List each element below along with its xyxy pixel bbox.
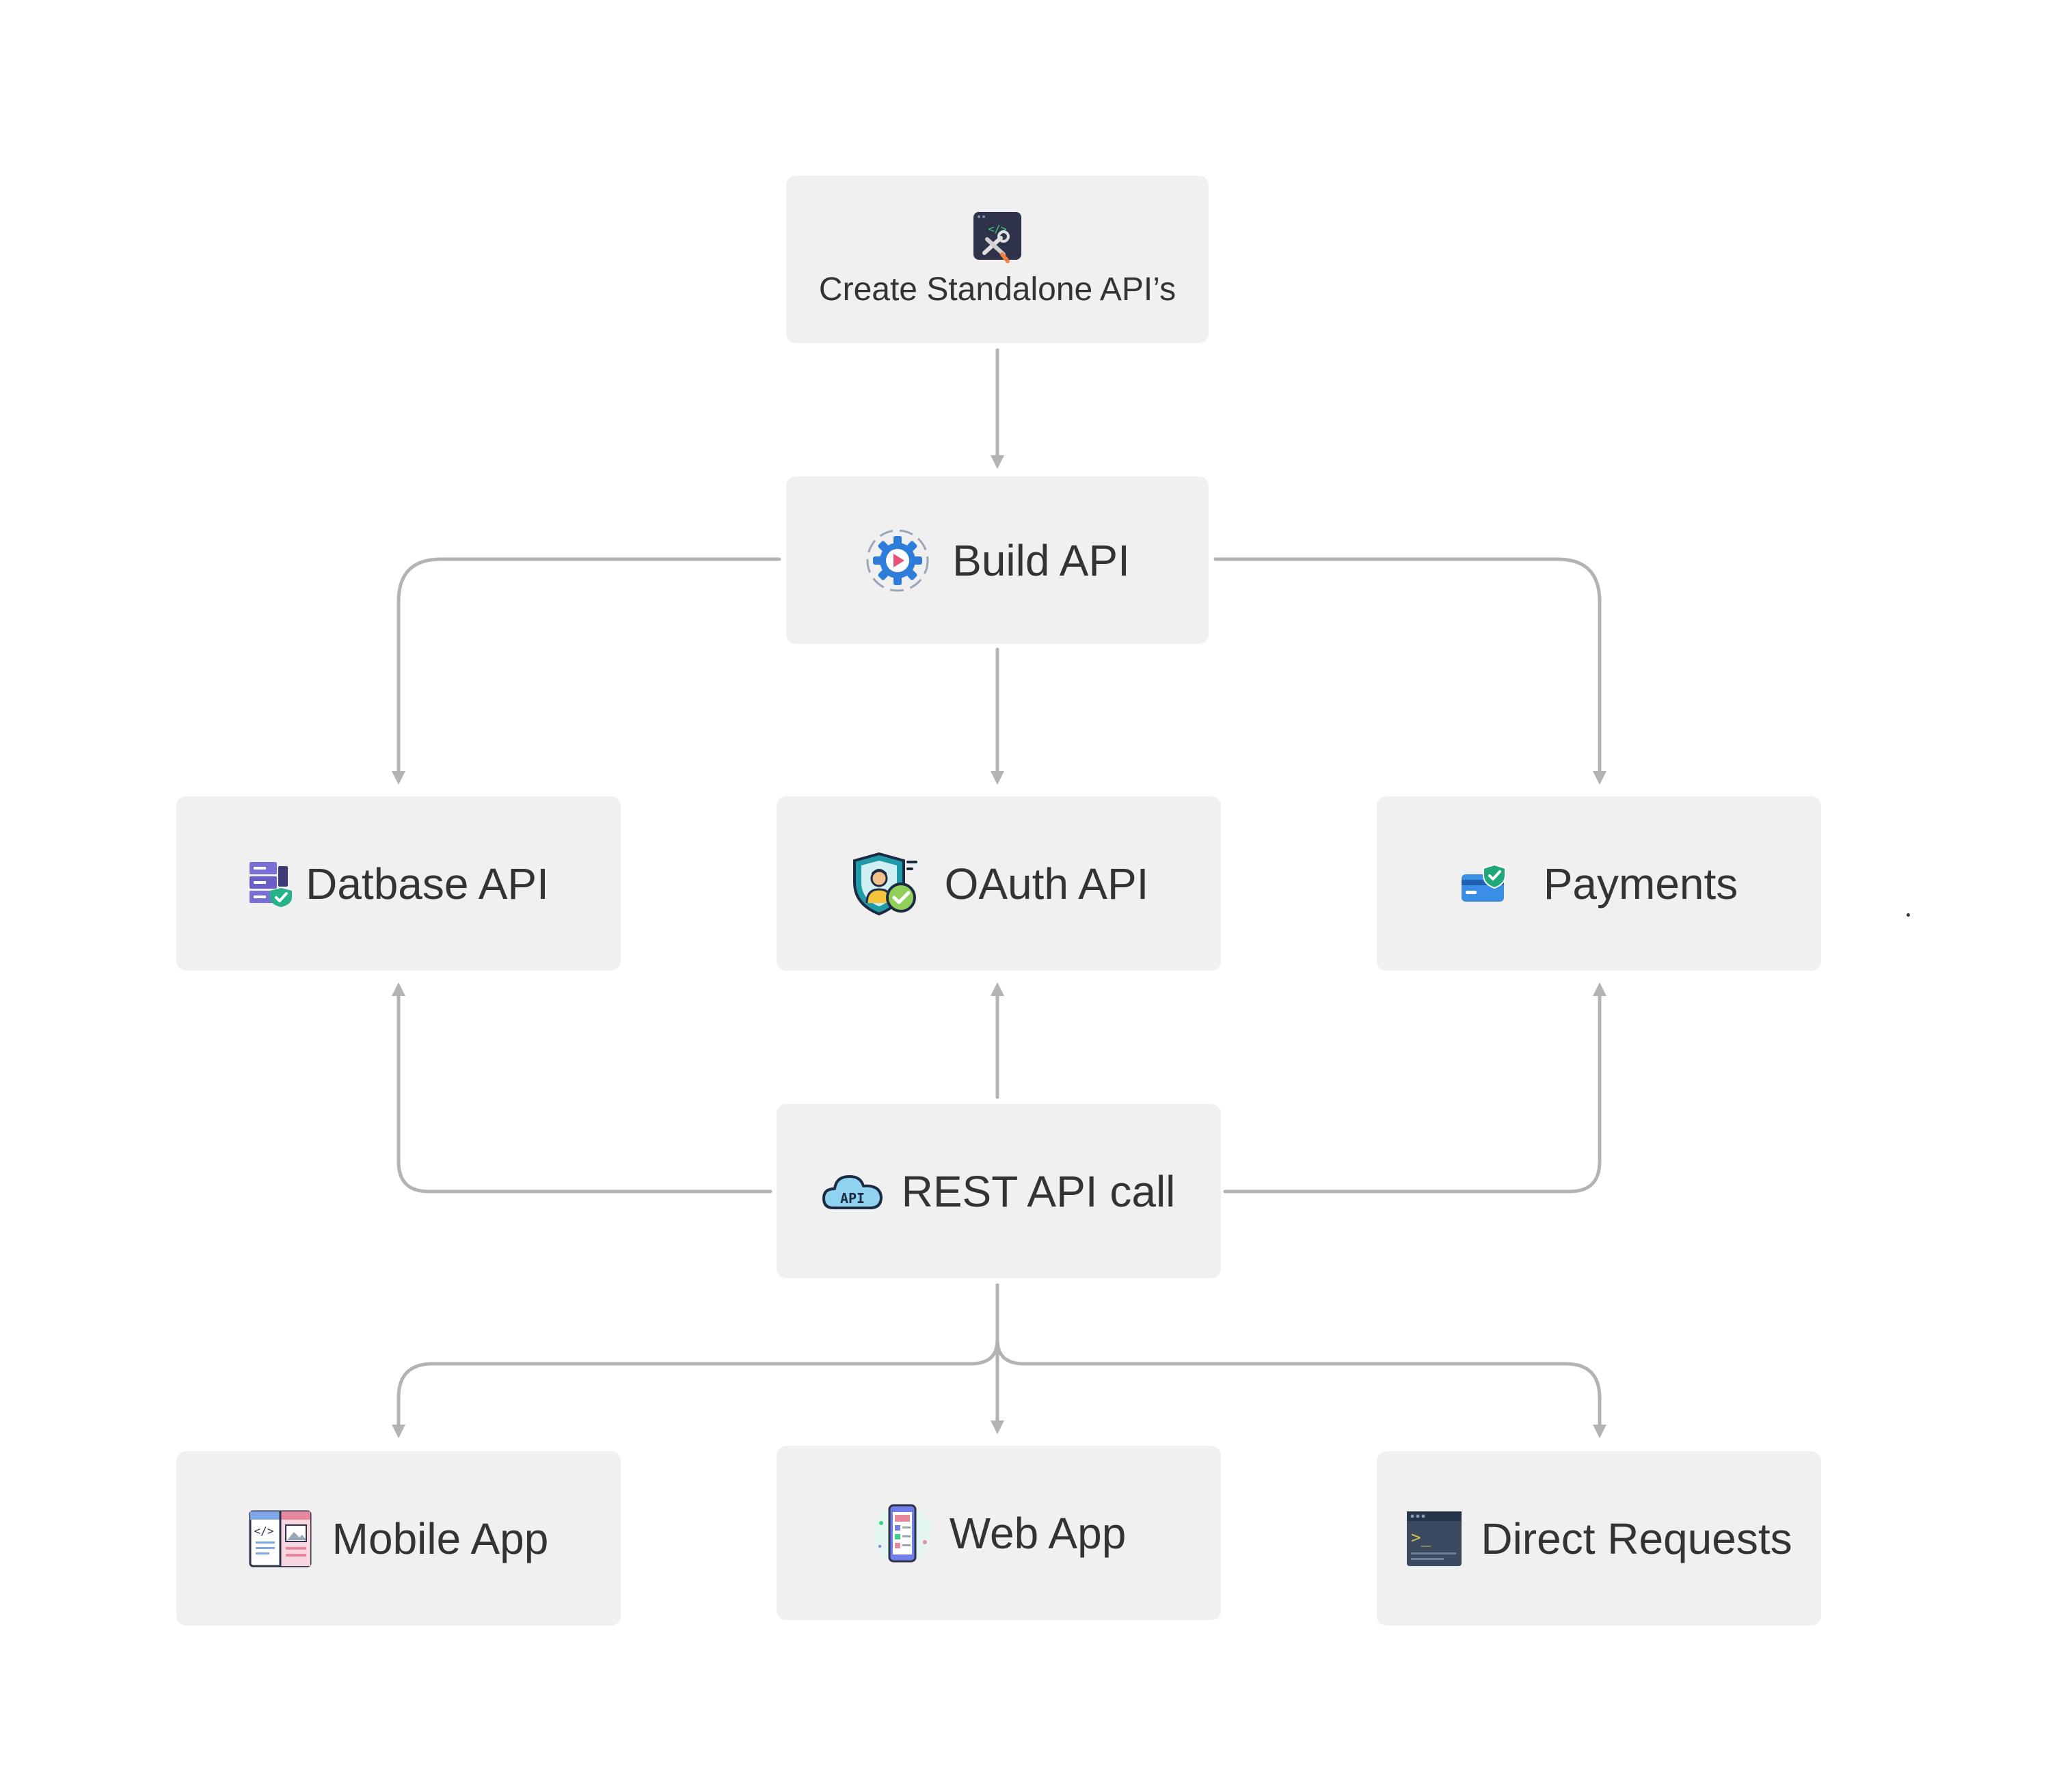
- phone-app-icon: [873, 1504, 931, 1562]
- node-rest-api-call[interactable]: API REST API call: [777, 1104, 1221, 1278]
- node-oauth-label: OAuth API: [944, 859, 1149, 908]
- database-shield-icon: [250, 861, 293, 907]
- node-mobile-app[interactable]: </> Mobile App: [176, 1451, 621, 1626]
- edge-build-to-payments: [1213, 557, 1606, 785]
- node-web-label: Web App: [949, 1508, 1127, 1558]
- terminal-icon-text: >_: [1411, 1528, 1431, 1547]
- node-web-app[interactable]: Web App: [777, 1446, 1221, 1620]
- edge-rest-to-database: [392, 982, 772, 1194]
- edge-build-to-database: [392, 557, 781, 785]
- node-build-api[interactable]: Build API: [786, 476, 1209, 644]
- node-payments[interactable]: Payments: [1377, 796, 1821, 971]
- node-direct-requests[interactable]: >_ Direct Requests: [1377, 1451, 1821, 1626]
- code-window-icon: </>: [249, 1510, 312, 1567]
- node-oauth-api[interactable]: OAuth API: [777, 796, 1221, 971]
- node-create-label: Create Standalone API’s: [818, 271, 1176, 308]
- cloud-api-icon: API: [822, 1174, 883, 1209]
- node-build-label: Build API: [952, 535, 1130, 585]
- node-rest-label: REST API call: [901, 1166, 1176, 1216]
- edge-rest-to-mobile: [392, 1283, 999, 1438]
- node-database-api[interactable]: Datbase API: [176, 796, 621, 971]
- node-create-standalone-apis[interactable]: </> Create Standalone API’s: [786, 176, 1209, 343]
- cloud-api-icon-text: API: [840, 1190, 865, 1207]
- card-shield-icon: [1461, 863, 1506, 902]
- terminal-icon: >_: [1407, 1511, 1462, 1566]
- node-database-label: Datbase API: [306, 859, 549, 908]
- user-shield-check-icon: [852, 852, 917, 915]
- edge-rest-to-payments: [1223, 982, 1606, 1194]
- node-direct-label: Direct Requests: [1481, 1513, 1792, 1563]
- code-tools-icon: </>: [973, 212, 1021, 263]
- edge-rest-to-direct: [995, 1283, 1606, 1438]
- node-payments-label: Payments: [1543, 859, 1738, 908]
- node-mobile-label: Mobile App: [332, 1513, 549, 1563]
- svg-text:</>: </>: [254, 1524, 273, 1537]
- svg-text:</>: </>: [988, 223, 1006, 235]
- gear-play-icon: [866, 529, 929, 591]
- stray-dot: [1907, 913, 1910, 917]
